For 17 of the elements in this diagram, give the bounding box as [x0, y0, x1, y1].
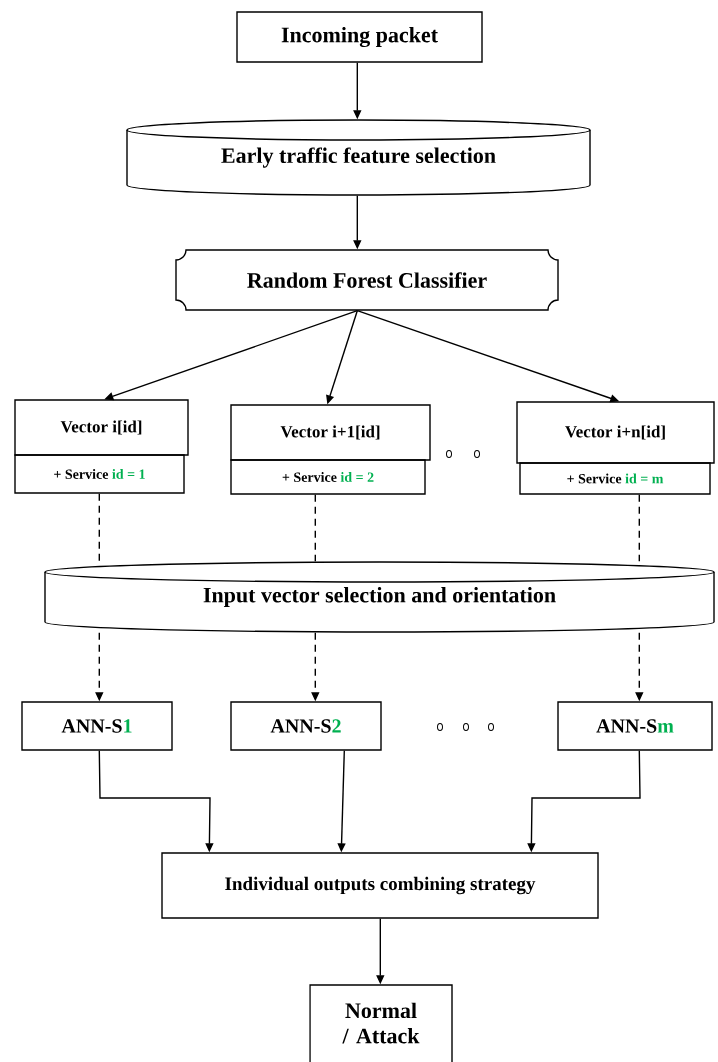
service-box: + Service id = m: [519, 462, 711, 495]
vector-box: Vector i+1[id]: [230, 404, 431, 461]
drum-box: Input vector selection and orientation: [44, 561, 715, 633]
ann-box: ANN-S1: [21, 701, 173, 751]
node-label: Input vector selection and orientation: [203, 587, 556, 607]
vector-box: Vector i+n[id]: [516, 401, 715, 464]
node-label: Early traffic feature selection: [221, 147, 496, 168]
classifier-box: Random Forest Classifier: [175, 249, 559, 311]
ann-box: ANN-S2: [230, 701, 382, 751]
vector-box: Vector i[id]: [14, 399, 189, 456]
process-box: Individual outputs combining strategy: [161, 852, 599, 919]
process-box: Incoming packet: [236, 11, 483, 63]
service-box: + Service id = 1: [14, 454, 185, 494]
output-box: Normal / Attack: [309, 984, 453, 1062]
ann-box: ANN-Sm: [557, 701, 713, 751]
drum-box: Early traffic feature selection: [126, 119, 591, 196]
service-box: + Service id = 2: [230, 459, 426, 495]
